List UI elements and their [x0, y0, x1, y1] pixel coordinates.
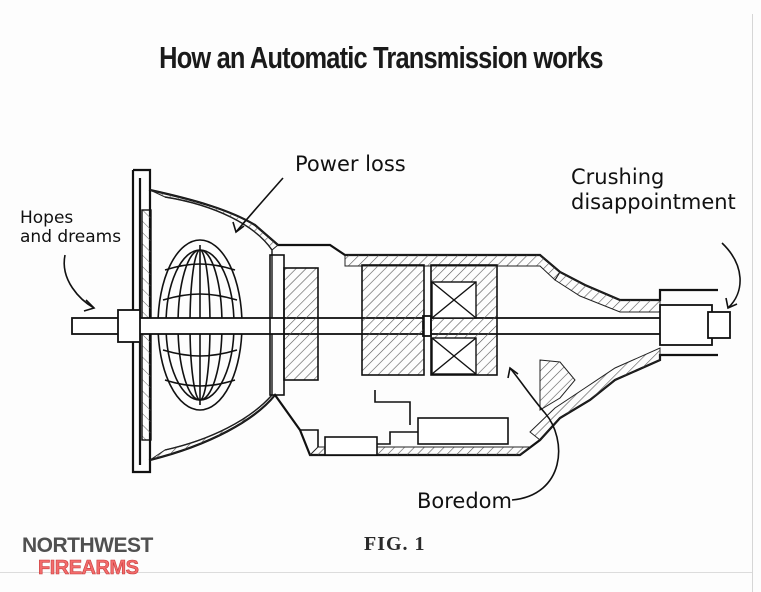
image-edge [752, 14, 753, 592]
label-line: Hopes [20, 208, 74, 228]
pump-block [283, 267, 319, 381]
clutch-pack [431, 281, 477, 375]
image-edge [0, 572, 752, 573]
logo-firearms: FIREARMS [38, 557, 140, 580]
figure-caption: FIG. 1 [364, 533, 426, 555]
diagram-title: How an Automatic Transmission works [159, 40, 603, 75]
label-hopes-and-dreams: Hopes and dreams [20, 208, 122, 248]
callout-arrows [63, 177, 741, 501]
label-power-loss: Power loss [295, 152, 406, 176]
logo-northwest: NORTHWEST [22, 534, 153, 557]
label-line: disappointment [571, 190, 736, 215]
valve-body [300, 390, 509, 456]
gear-set [361, 264, 425, 376]
label-line: and dreams [20, 227, 122, 248]
label-crushing-disappointment: Crushing disappointment [571, 165, 736, 215]
label-line: Crushing [571, 165, 665, 189]
label-boredom: Boredom [417, 489, 512, 513]
